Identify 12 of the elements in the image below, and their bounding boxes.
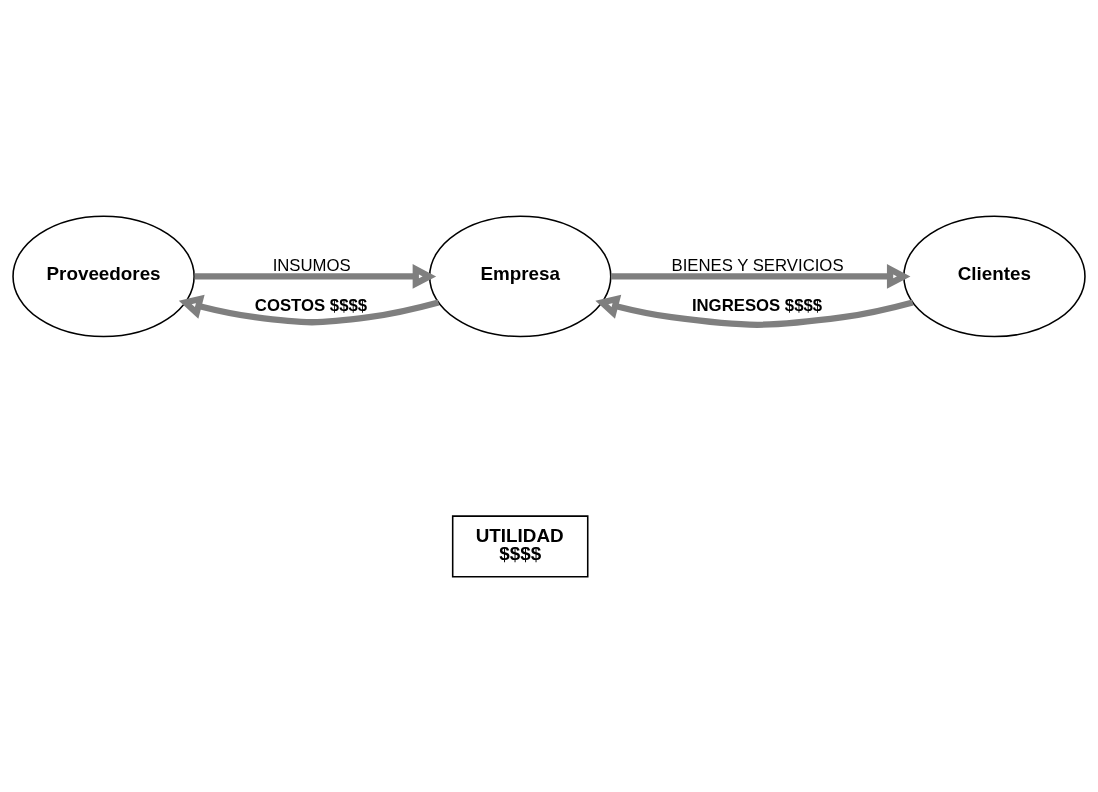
node-ellipse: Empresa (428, 214, 612, 337)
edge-label: INGRESOS $$$$ (691, 295, 823, 315)
node-ellipse: Proveedores (12, 214, 195, 337)
edge-label: COSTOS $$$$ (254, 295, 368, 315)
edge-label: INSUMOS (272, 255, 351, 275)
node-ellipse: Clientes (903, 214, 1086, 337)
arrow (178, 294, 440, 325)
arrow (610, 263, 911, 289)
arrow (194, 263, 437, 289)
arrow (595, 294, 914, 328)
node-box: UTILIDAD $$$$ (451, 514, 589, 578)
edge-label: BIENES Y SERVICIOS (671, 255, 844, 275)
